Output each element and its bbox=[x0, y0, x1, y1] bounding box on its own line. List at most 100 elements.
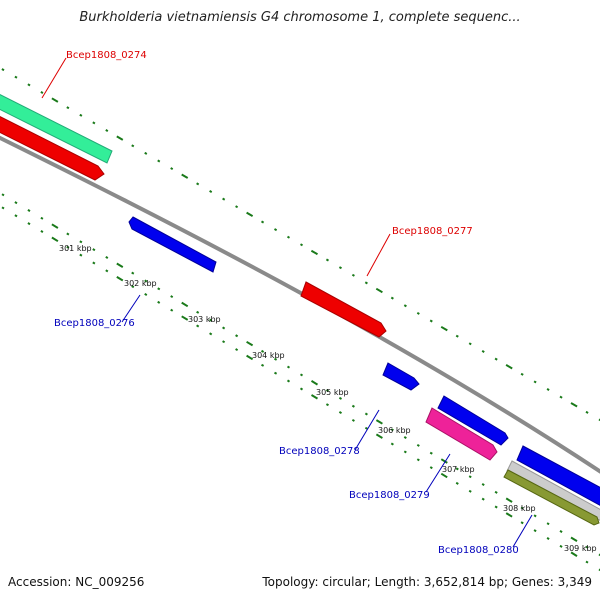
major-tick bbox=[505, 512, 513, 518]
gene-label-bcep1808-0277[interactable]: Bcep1808_0277 bbox=[392, 226, 473, 237]
minor-tick bbox=[546, 388, 550, 391]
minor-tick bbox=[222, 326, 226, 330]
minor-tick bbox=[468, 342, 472, 346]
minor-tick bbox=[364, 426, 368, 430]
minor-tick bbox=[274, 371, 278, 375]
gene-label-bcep1808-0276[interactable]: Bcep1808_0276 bbox=[54, 318, 135, 329]
minor-tick bbox=[364, 281, 368, 285]
major-tick bbox=[505, 497, 513, 503]
minor-tick bbox=[40, 216, 44, 220]
minor-tick bbox=[196, 324, 200, 328]
minor-tick bbox=[533, 380, 537, 384]
major-tick bbox=[570, 551, 578, 557]
gene-label-bcep1808-0279[interactable]: Bcep1808_0279 bbox=[349, 490, 430, 501]
minor-tick bbox=[170, 295, 174, 299]
minor-tick bbox=[261, 349, 265, 353]
minor-tick bbox=[585, 545, 589, 549]
gene-feature-bcep1808-0280[interactable] bbox=[503, 469, 600, 526]
label-leader-0277 bbox=[366, 233, 391, 277]
gene-feature-green[interactable] bbox=[0, 92, 113, 164]
scale-label: 308 kbp bbox=[503, 504, 536, 513]
minor-tick bbox=[351, 404, 355, 408]
minor-tick bbox=[494, 490, 498, 494]
minor-tick bbox=[66, 245, 70, 249]
gene-feature-bcep1808-0278[interactable] bbox=[382, 362, 420, 391]
minor-tick bbox=[170, 308, 174, 312]
gene-feature-bcep1808-0276[interactable] bbox=[128, 216, 217, 273]
gene-feature-blue-306[interactable] bbox=[437, 395, 509, 446]
major-tick bbox=[310, 249, 318, 256]
minor-tick bbox=[105, 269, 109, 273]
minor-tick bbox=[325, 403, 329, 407]
minor-tick bbox=[144, 279, 148, 283]
gene-feature-blue-right[interactable] bbox=[516, 445, 600, 508]
major-tick bbox=[246, 340, 254, 347]
minor-tick bbox=[416, 311, 420, 315]
label-leader-0276 bbox=[121, 294, 141, 323]
minor-tick bbox=[403, 450, 407, 454]
minor-tick bbox=[403, 436, 407, 440]
minor-tick bbox=[390, 296, 394, 300]
minor-tick bbox=[403, 304, 407, 308]
minor-tick bbox=[494, 357, 498, 361]
minor-tick bbox=[325, 258, 329, 262]
minor-tick bbox=[79, 113, 83, 117]
minor-tick bbox=[598, 568, 600, 572]
major-tick bbox=[310, 380, 319, 386]
minor-tick bbox=[468, 475, 472, 479]
minor-tick bbox=[286, 235, 291, 239]
gene-feature-bcep1808-0274[interactable] bbox=[0, 114, 105, 181]
minor-tick bbox=[235, 334, 239, 338]
scale-label: 309 kbp bbox=[564, 544, 597, 553]
tick-marks bbox=[1, 68, 600, 572]
minor-tick bbox=[338, 411, 343, 415]
minor-tick bbox=[559, 395, 563, 399]
minor-tick bbox=[351, 273, 355, 277]
minor-tick bbox=[559, 544, 563, 548]
minor-tick bbox=[585, 410, 589, 414]
gene-label-bcep1808-0278[interactable]: Bcep1808_0278 bbox=[279, 446, 360, 457]
minor-tick bbox=[27, 222, 31, 226]
minor-tick bbox=[494, 505, 498, 509]
minor-tick bbox=[338, 396, 342, 400]
map-title: Burkholderia vietnamiensis G4 chromosome… bbox=[79, 10, 521, 25]
minor-tick bbox=[416, 443, 420, 447]
major-tick bbox=[440, 458, 448, 464]
minor-tick bbox=[105, 255, 109, 259]
minor-tick bbox=[261, 363, 265, 367]
minor-tick bbox=[338, 266, 342, 270]
minor-tick bbox=[520, 521, 524, 525]
minor-tick bbox=[222, 197, 226, 201]
gene-feature-bcep1808-0277[interactable] bbox=[300, 281, 387, 338]
minor-tick bbox=[520, 506, 524, 510]
gene-label-bcep1808-0274[interactable]: Bcep1808_0274 bbox=[66, 50, 147, 61]
major-tick bbox=[181, 173, 189, 179]
minor-tick bbox=[209, 318, 213, 322]
minor-tick bbox=[481, 483, 485, 487]
minor-tick bbox=[455, 334, 459, 338]
minor-tick bbox=[131, 271, 135, 275]
minor-tick bbox=[92, 261, 96, 265]
scale-label: 307 kbp bbox=[442, 465, 475, 474]
minor-tick bbox=[14, 201, 18, 205]
minor-tick bbox=[598, 553, 600, 557]
minor-tick bbox=[429, 466, 433, 470]
minor-tick bbox=[79, 253, 83, 257]
scale-label: 302 kbp bbox=[124, 279, 157, 288]
major-tick bbox=[116, 276, 124, 282]
minor-tick bbox=[286, 379, 291, 383]
gene-feature-bcep1808-0279[interactable] bbox=[425, 407, 498, 461]
minor-tick bbox=[40, 91, 44, 94]
minor-tick bbox=[222, 340, 226, 344]
minor-tick bbox=[27, 209, 31, 212]
minor-tick bbox=[235, 205, 239, 209]
minor-tick bbox=[131, 285, 135, 289]
major-tick bbox=[51, 97, 59, 103]
gene-label-bcep1808-0280[interactable]: Bcep1808_0280 bbox=[438, 545, 519, 556]
scale-label: 304 kbp bbox=[252, 351, 285, 360]
gene-feature-gray-right[interactable] bbox=[506, 460, 600, 523]
minor-tick bbox=[157, 159, 161, 163]
scale-label: 306 kbp bbox=[378, 426, 411, 435]
major-tick bbox=[375, 287, 383, 294]
